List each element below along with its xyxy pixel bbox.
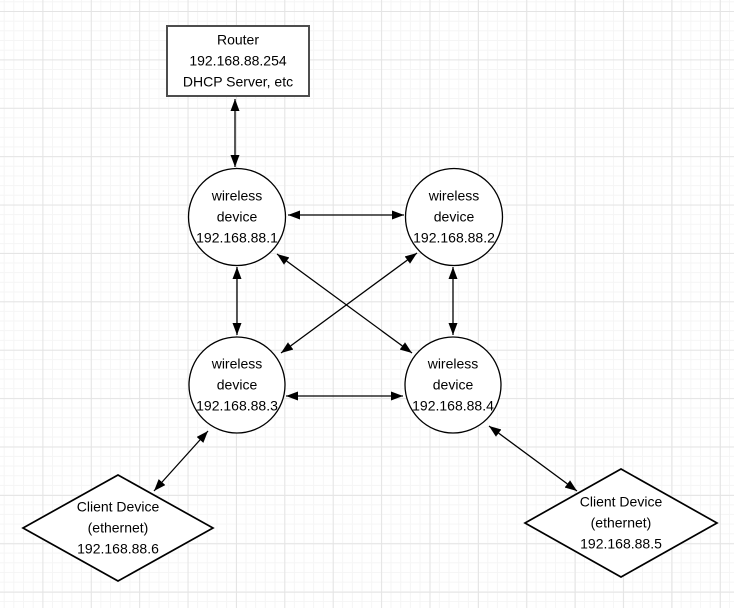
wireless-device-1-node[interactable] [187,167,287,267]
router-node[interactable] [166,25,310,97]
client-device-5-node[interactable] [523,468,719,578]
connector-wireless3-client6[interactable] [153,430,209,492]
client-device-6-node[interactable] [21,474,215,582]
wireless-device-4-node[interactable] [404,336,502,434]
connector-wireless1-wireless4[interactable] [276,253,413,354]
wireless-device-3-node[interactable] [188,336,286,434]
wireless-device-2-node[interactable] [404,167,504,267]
connector-wireless2-wireless3[interactable] [280,252,418,354]
connector-wireless4-client5[interactable] [488,425,578,492]
